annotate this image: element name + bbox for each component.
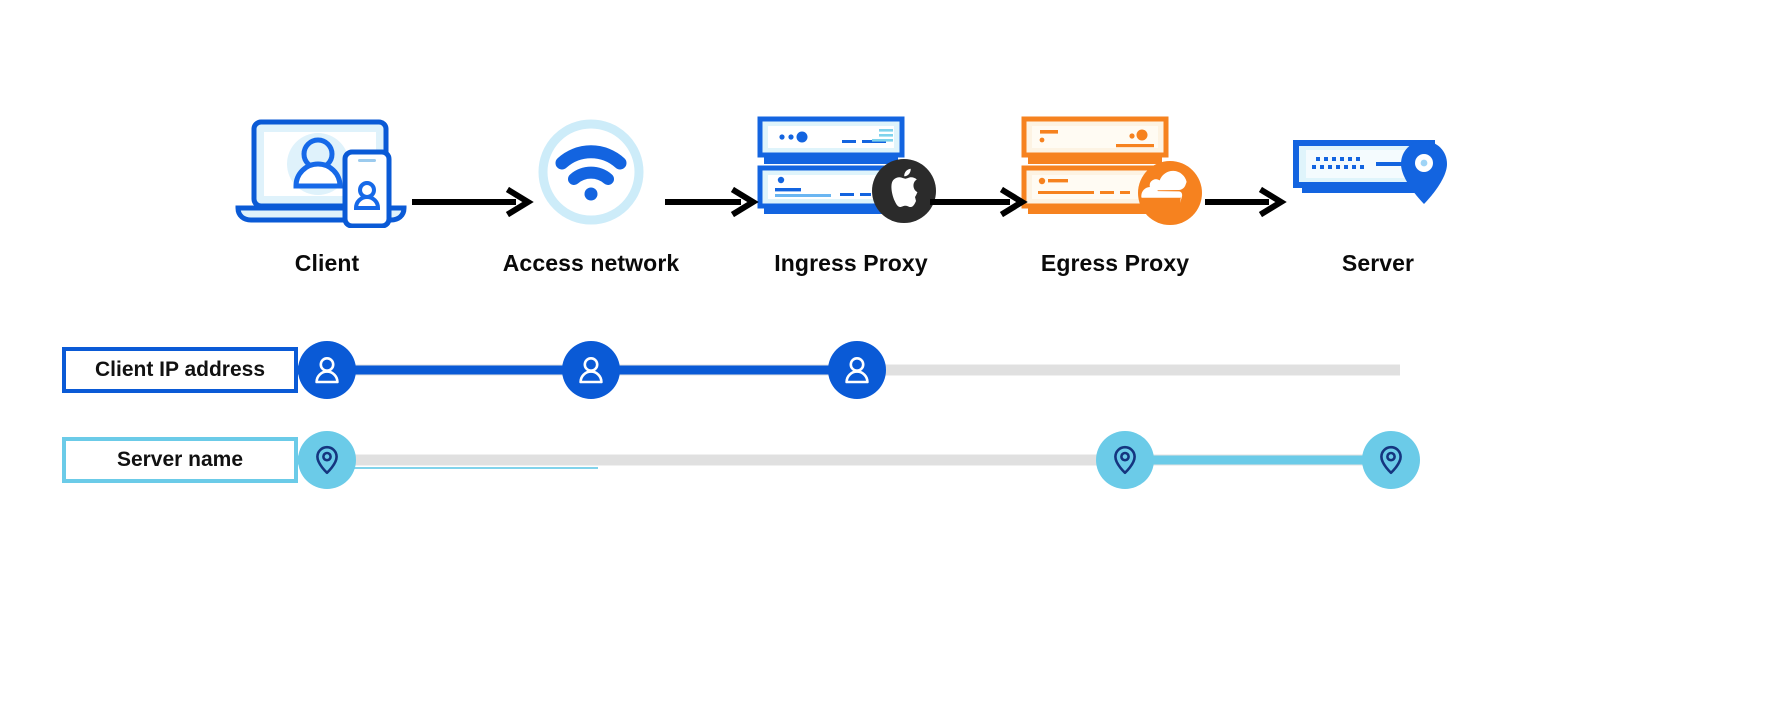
timeline-node-ingress-proxy[interactable]	[828, 341, 886, 399]
flow-node-client: Client	[212, 112, 442, 302]
person-icon	[579, 357, 603, 384]
flow-node-label: Ingress Proxy	[774, 250, 928, 276]
timeline-node-access-network[interactable]	[562, 341, 620, 399]
flow-node-access-network: Access network	[476, 112, 706, 302]
timeline-label-server-name: Server name	[62, 437, 298, 483]
map-pin-icon	[1380, 445, 1402, 475]
flow-arrow-access-network-to-ingress-proxy	[665, 186, 759, 218]
timeline-label-text: Client IP address	[94, 358, 265, 381]
server-rack-icon	[1263, 112, 1493, 232]
flow-node-label: Access network	[502, 250, 680, 276]
server-stack-icon	[736, 112, 966, 232]
timeline-label-text: Server name	[116, 448, 244, 471]
timeline-track-active	[1125, 455, 1391, 465]
wifi-circle-icon	[476, 112, 706, 232]
timeline-row-client-ip-address: Client IP address	[0, 322, 1792, 418]
timeline-label-client-ip-address: Client IP address	[62, 347, 298, 393]
person-icon	[845, 357, 869, 384]
timeline-node-client[interactable]	[298, 431, 356, 489]
timeline-node-client[interactable]	[298, 341, 356, 399]
timeline-hairline	[350, 467, 598, 469]
map-pin-icon	[1114, 445, 1136, 475]
laptop-phone-user-icon	[212, 112, 442, 232]
timeline-track-inactive	[327, 454, 1400, 466]
flow-arrow-egress-proxy-to-server	[1205, 186, 1287, 218]
map-pin-icon	[316, 445, 338, 475]
person-icon	[315, 357, 339, 384]
timeline-node-egress-proxy[interactable]	[1096, 431, 1154, 489]
flow-node-label: Server	[1341, 250, 1415, 276]
flow-node-ingress-proxy: Ingress Proxy	[736, 112, 966, 302]
flow-node-server: Server	[1263, 112, 1493, 302]
timeline-node-server[interactable]	[1362, 431, 1420, 489]
flow-node-label: Client	[294, 250, 360, 276]
flow-arrow-client-to-access-network	[412, 186, 534, 218]
timeline-row-server-name: Server name	[0, 412, 1792, 508]
flow-node-label: Egress Proxy	[1040, 250, 1190, 276]
server-stack-icon	[1000, 112, 1230, 232]
flow-node-egress-proxy: Egress Proxy	[1000, 112, 1230, 302]
flow-arrow-ingress-proxy-to-egress-proxy	[930, 186, 1028, 218]
